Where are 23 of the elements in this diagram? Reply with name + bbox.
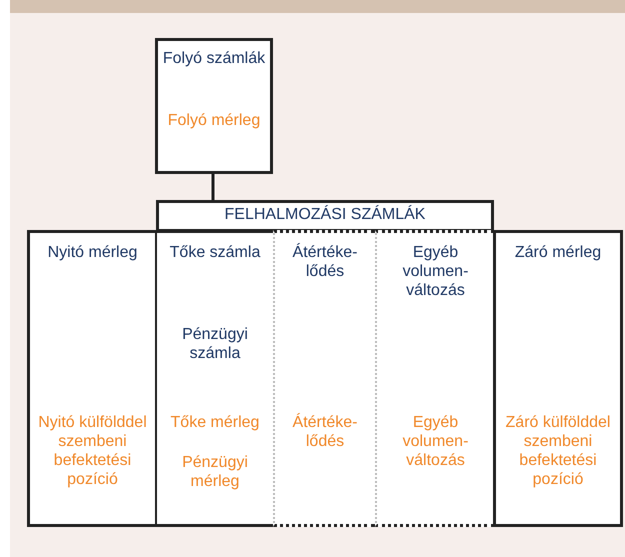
account-column [157,230,273,527]
account-label: Egyéb volumen-változás [402,243,470,300]
balance-label: Záró külfölddel szembeni befektetési pozíció [504,413,612,489]
balance-label: Folyó mérleg [166,111,262,130]
balance-label: Egyéb volumen-változás [402,413,470,470]
header-box [156,200,494,232]
account-label: Tőke számla [168,243,262,262]
account-column [273,230,375,527]
account-label: Záró mérleg [514,243,602,262]
account-label: Pénzügyi számla [181,325,249,363]
account-label: Folyó számlák [162,49,266,68]
balance-label: Tőke mérleg [170,413,260,432]
account-column [27,230,158,527]
account-box [155,38,273,174]
balance-label: Pénzügyi mérleg [181,453,249,491]
balance-label: Nyitó külfölddel szembeni befektetési pozíció [37,413,148,489]
connector-line [212,174,214,200]
account-label: Átértéke-lődés [292,243,358,281]
account-label: FELHALMOZÁSI SZÁMLÁK [224,205,426,224]
account-label: Nyitó mérleg [46,243,138,262]
account-column [493,230,623,527]
account-column [375,230,494,527]
balance-label: Átértéke-lődés [292,413,358,451]
